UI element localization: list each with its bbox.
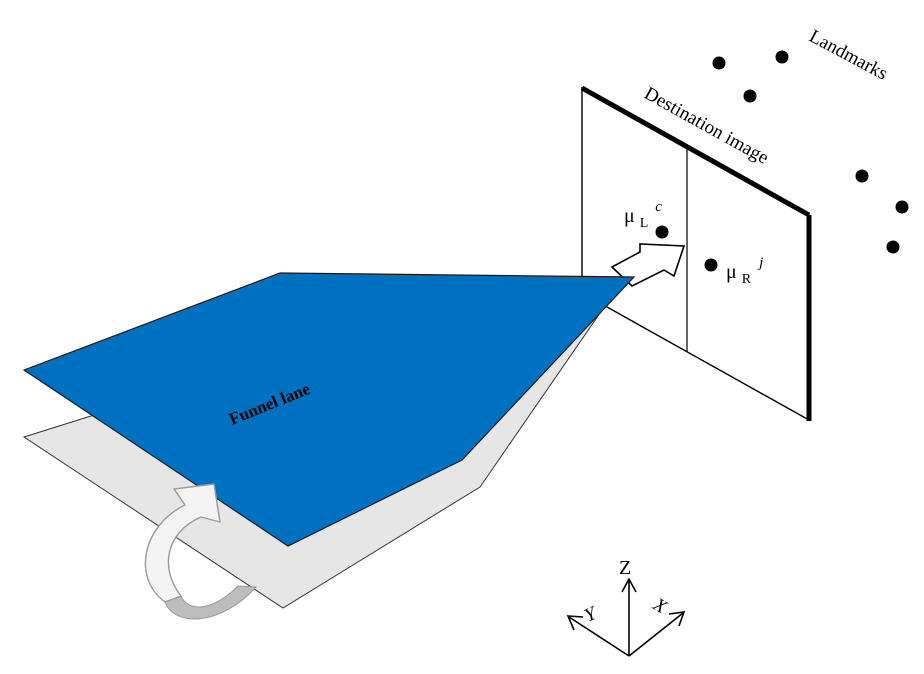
x-axis-line: [628, 612, 684, 657]
feature-point-left: [655, 225, 669, 239]
mu-right-label: μ R j: [726, 255, 763, 288]
y-axis-arrowhead: [566, 615, 584, 631]
x-axis-label: X: [649, 594, 672, 619]
rotation-arrow-shadow: [164, 585, 258, 620]
landmark-dot: [886, 240, 900, 254]
z-axis-label: Z: [619, 557, 631, 579]
destination-image-top-edge: [580, 85, 811, 218]
landmarks-label: Landmarks: [806, 26, 891, 85]
mu-left-subscript: L: [640, 216, 649, 231]
mu-left-base: μ: [624, 205, 635, 227]
z-axis-arrowhead: [621, 577, 637, 593]
x-axis-arrowhead: [668, 611, 686, 627]
landmark-dot: [855, 169, 869, 183]
destination-image-frame: [580, 85, 812, 422]
arrow-to-image-shape: [610, 243, 686, 287]
mu-left-superscript: c: [655, 199, 662, 215]
destination-image-panel: [581, 86, 810, 422]
mu-right-base: μ: [726, 261, 737, 283]
arrow-to-image: [610, 243, 686, 287]
feature-point-right: [704, 258, 718, 272]
coordinate-axes: [566, 577, 686, 657]
y-axis-line: [568, 616, 630, 657]
landmark-dot: [743, 89, 757, 103]
mu-left-label: μ L c: [624, 199, 662, 232]
mu-right-subscript: R: [742, 272, 752, 287]
funnel-lane-plane: [22, 272, 636, 547]
landmark-dot: [775, 50, 789, 64]
y-axis-label: Y: [581, 602, 602, 627]
landmark-dot: [895, 200, 909, 214]
landmark-dot: [712, 56, 726, 70]
rotation-arrow-body: [144, 483, 221, 603]
mu-right-superscript: j: [757, 255, 763, 271]
rotation-arrow: [144, 483, 258, 620]
landmarks-group: [712, 50, 909, 254]
